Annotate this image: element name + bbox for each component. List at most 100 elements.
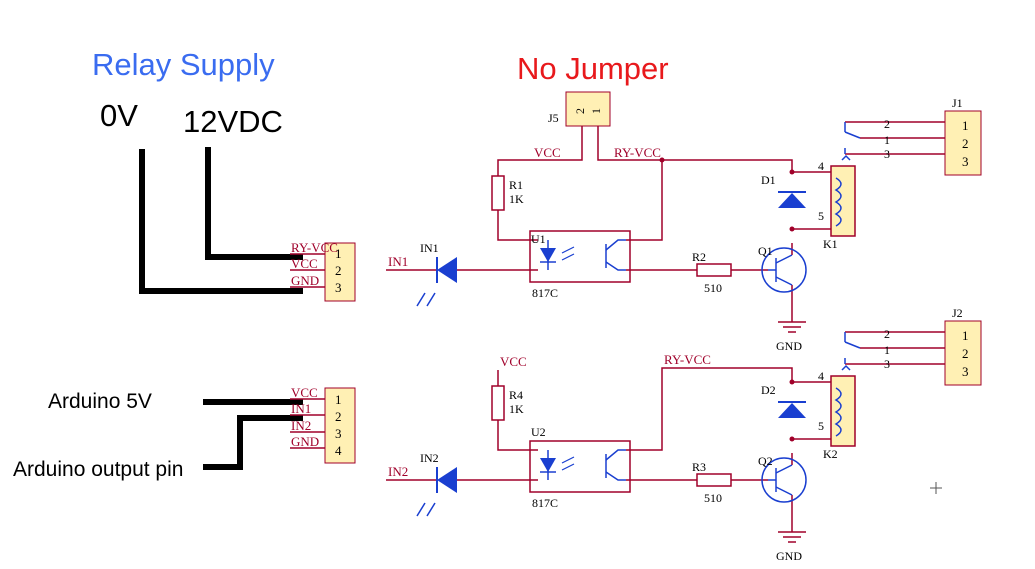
relay-supply-title: Relay Supply bbox=[92, 47, 275, 82]
ch1-diode-ref: D1 bbox=[761, 173, 776, 187]
twelve-vdc-label: 12VDC bbox=[183, 104, 283, 139]
jumper-net-vcc: VCC bbox=[534, 145, 561, 160]
input-net-in2: IN2 bbox=[291, 418, 311, 433]
ch2-diode-icon bbox=[778, 401, 806, 418]
ch1-contact-2: 2 bbox=[884, 117, 890, 131]
ch1-opto-ref: U1 bbox=[531, 232, 546, 246]
channel2-components: VCC RY-VCC IN2 IN2 R4 1K U2 817C R3 bbox=[388, 306, 982, 563]
ch1-transistor-ref: Q1 bbox=[758, 244, 773, 258]
ch1-led-ref: IN1 bbox=[420, 241, 439, 255]
ch1-gnd-icon bbox=[778, 321, 806, 333]
ch1-opto-led-icon bbox=[540, 240, 575, 270]
ch2-opto-body bbox=[529, 440, 631, 493]
supply-net-gnd: GND bbox=[291, 273, 319, 288]
ch1-conn-pin-2: 2 bbox=[962, 136, 969, 151]
ch1-conn-ref: J1 bbox=[952, 96, 963, 110]
ch2-opto-transistor-icon bbox=[605, 449, 626, 481]
zero-volt-label: 0V bbox=[100, 98, 138, 133]
annotation-wires bbox=[139, 147, 303, 470]
supply-pin-2: 2 bbox=[335, 263, 342, 278]
ch1-opto-part: 817C bbox=[532, 286, 558, 300]
input-pin-1: 1 bbox=[335, 392, 342, 407]
ch1-conn-body bbox=[944, 110, 982, 176]
ch2-contact-1: 1 bbox=[884, 343, 890, 357]
ch1-transistor-icon bbox=[761, 247, 807, 293]
ch1-relay-ref: K1 bbox=[823, 237, 838, 251]
input-pin-3: 3 bbox=[335, 426, 342, 441]
ch1-r-base-val: 510 bbox=[704, 281, 722, 295]
ch2-input-net: IN2 bbox=[388, 464, 408, 479]
ch1-conn-pin-1: 1 bbox=[962, 118, 969, 133]
jumper-j5-body bbox=[565, 91, 611, 127]
ch2-relay-coil bbox=[830, 375, 856, 447]
ch2-r-base-ref: R3 bbox=[692, 460, 706, 474]
input-net-vcc: VCC bbox=[291, 385, 318, 400]
ch2-conn-pin-1: 1 bbox=[962, 328, 969, 343]
ch1-gnd-label: GND bbox=[776, 339, 802, 353]
input-net-gnd: GND bbox=[291, 434, 319, 449]
channel1-wires bbox=[386, 121, 945, 322]
arduino-5v-label: Arduino 5V bbox=[48, 390, 152, 413]
ch2-conn-body bbox=[944, 320, 982, 386]
ch2-gnd-icon bbox=[778, 531, 806, 543]
jumper-pin-1: 1 bbox=[589, 108, 603, 114]
jumper-ref: J5 bbox=[548, 111, 559, 125]
input-pin-2: 2 bbox=[335, 409, 342, 424]
ch1-contact-1: 1 bbox=[884, 133, 890, 147]
ch1-r-base bbox=[696, 263, 732, 277]
ch2-contact-2: 2 bbox=[884, 327, 890, 341]
ch2-led-ref: IN2 bbox=[420, 451, 439, 465]
supply-net-vcc: VCC bbox=[291, 256, 318, 271]
ch1-coil-pin-bottom: 5 bbox=[818, 209, 824, 223]
jumper-pin-2: 2 bbox=[573, 108, 587, 114]
ch2-opto-part: 817C bbox=[532, 496, 558, 510]
ch2-relay-ref: K2 bbox=[823, 447, 838, 461]
ch2-conn-ref: J2 bbox=[952, 306, 963, 320]
ch1-r-pullup bbox=[491, 175, 505, 211]
ch1-diode-icon bbox=[778, 191, 806, 208]
ch1-contact-3: 3 bbox=[884, 147, 890, 161]
input-header: VCC IN1 IN2 GND 1 2 3 4 bbox=[290, 385, 356, 464]
ch1-led-icon bbox=[416, 257, 457, 307]
ch2-transistor-ref: Q2 bbox=[758, 454, 773, 468]
ch2-conn-pin-2: 2 bbox=[962, 346, 969, 361]
ch2-vcc-net: VCC bbox=[500, 354, 527, 369]
supply-header: RY-VCC VCC GND 1 2 3 bbox=[290, 240, 356, 302]
input-net-in1: IN1 bbox=[291, 401, 311, 416]
ch2-ry-vcc-net: RY-VCC bbox=[664, 352, 711, 367]
arduino-output-label: Arduino output pin bbox=[13, 458, 183, 481]
ch1-coil-pin-top: 4 bbox=[818, 159, 824, 173]
ch1-conn-pin-3: 3 bbox=[962, 154, 969, 169]
ch1-relay-coil bbox=[830, 165, 856, 237]
ch2-relay-contact-icon bbox=[841, 332, 861, 371]
ch2-r-pullup-ref: R4 bbox=[509, 388, 523, 402]
channel1-components: IN1 IN1 R1 1K U1 817C R2 bbox=[388, 96, 982, 353]
ch2-opto-ref: U2 bbox=[531, 425, 546, 439]
no-jumper-title: No Jumper bbox=[517, 51, 669, 86]
channel2-wires bbox=[386, 331, 945, 532]
ch2-opto-led-icon bbox=[540, 450, 575, 480]
jumper-net-ry-vcc: RY-VCC bbox=[614, 145, 661, 160]
ch1-r-pullup-ref: R1 bbox=[509, 178, 523, 192]
input-header-body bbox=[324, 387, 356, 464]
twelve-vdc-wire bbox=[205, 147, 303, 260]
ch2-transistor-icon bbox=[761, 457, 807, 503]
ch2-r-pullup-val: 1K bbox=[509, 402, 524, 416]
jumper-j5: J5 2 1 VCC RY-VCC bbox=[534, 91, 661, 160]
ch2-diode-ref: D2 bbox=[761, 383, 776, 397]
junction-dots bbox=[659, 157, 795, 442]
ch1-relay-contact-icon bbox=[841, 122, 861, 161]
input-pin-4: 4 bbox=[335, 443, 342, 458]
zero-v-wire bbox=[139, 149, 303, 294]
ch2-r-base bbox=[696, 473, 732, 487]
ch1-opto-body bbox=[529, 230, 631, 283]
ch2-r-pullup bbox=[491, 385, 505, 421]
supply-net-ry-vcc: RY-VCC bbox=[291, 240, 338, 255]
arduino-output-wire bbox=[203, 415, 303, 470]
supply-header-body bbox=[324, 242, 356, 302]
ch1-opto-transistor-icon bbox=[605, 239, 626, 271]
supply-pin-3: 3 bbox=[335, 280, 342, 295]
ch2-coil-pin-bottom: 5 bbox=[818, 419, 824, 433]
